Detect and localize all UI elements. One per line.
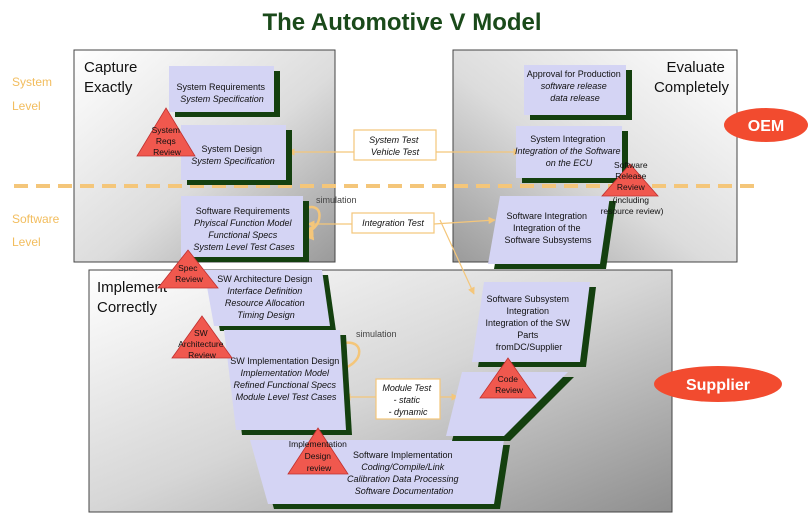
oem-badge: OEM	[724, 108, 808, 142]
svg-text:System Design System Spe: System Design System Specification	[191, 144, 275, 166]
step-system-integration: System Integration Integration of the So…	[515, 126, 628, 183]
svg-text:System Requirements Syst: System Requirements System Specification	[176, 82, 267, 104]
diagram-title: The Automotive V Model	[262, 9, 541, 36]
svg-text:Software Integration Int: Software Integration Integration of the …	[504, 211, 592, 245]
step-approval-for-production: Approval for Production software release…	[524, 65, 632, 120]
svg-text:Code Review: Code Review	[495, 374, 524, 395]
svg-text:Software Release R: Software Release Review (including resou…	[601, 160, 664, 216]
step-software-integration: Software Integration Integration of the …	[488, 196, 616, 269]
review-system-reqs: System Reqs Review	[136, 107, 196, 157]
simulation-label-lower: simulation	[356, 329, 397, 339]
svg-text:SW Architecture Re: SW Architecture Review	[178, 328, 226, 360]
simulation-label-upper: simulation	[316, 195, 357, 205]
module-test-box: Module Test - static - dynamic	[375, 378, 441, 420]
review-software-release: Software Release Review (including resou…	[601, 160, 664, 216]
svg-text:System Reqs Review: System Reqs Review	[152, 125, 183, 157]
svg-text:Spec Review: Spec Review	[175, 263, 204, 284]
svg-text:Module Test - static: Module Test - static - dynamic	[382, 383, 433, 417]
integration-test-box: Integration Test	[351, 212, 435, 234]
step-sw-implementation-design: SW Implementation Design Implementation …	[224, 330, 352, 435]
review-implementation-design: Implementation Design review	[287, 427, 350, 475]
system-test-box: System Test Vehicle Test	[353, 129, 437, 161]
software-level-label: Software Level	[12, 212, 63, 249]
svg-text:Implementation Design: Implementation Design review	[289, 439, 350, 473]
svg-text:Integration Test: Integration Test	[362, 218, 424, 228]
svg-text:Software Subsystem Integ: Software Subsystem Integration Integrati…	[485, 294, 572, 352]
svg-text:Supplier: Supplier	[686, 377, 750, 394]
svg-text:Approval for Production: Approval for Production software release…	[527, 69, 624, 103]
step-software-requirements: Software Requirements Phyiscal Function …	[181, 196, 309, 262]
evaluate-label: Evaluate Completely	[654, 59, 730, 96]
svg-text:Software Implementation: Software Implementation Coding/Compile/L…	[347, 450, 461, 496]
step-sw-subsystem-integration-lower	[446, 372, 574, 441]
capture-label: Capture Exactly	[84, 59, 142, 96]
review-code: Code Review	[479, 357, 537, 399]
connectors	[287, 148, 521, 401]
step-sw-subsystem-integration: Software Subsystem Integration Integrati…	[472, 282, 596, 367]
svg-text:SW Architecture Design I: SW Architecture Design Interface Definit…	[217, 274, 315, 320]
step-system-design: System Design System Specification	[181, 125, 292, 185]
svg-text:SW Implementation Design: SW Implementation Design Implementation …	[230, 356, 342, 402]
implement-label: Implement Correctly	[97, 279, 171, 316]
review-sw-architecture: SW Architecture Review	[171, 315, 233, 360]
step-software-implementation: Software Implementation Coding/Compile/L…	[250, 440, 510, 509]
step-sw-architecture-design: SW Architecture Design Interface Definit…	[204, 270, 336, 331]
svg-text:System Integration Integ: System Integration Integration of the So…	[515, 134, 623, 168]
svg-text:OEM: OEM	[748, 118, 784, 135]
review-spec: Spec Review	[157, 249, 219, 289]
svg-text:Software Requirements Ph: Software Requirements Phyiscal Function …	[193, 206, 295, 252]
supplier-badge: Supplier	[654, 366, 782, 402]
step-system-requirements: System Requirements System Specification	[169, 66, 280, 117]
system-level-label: System Level	[12, 75, 55, 113]
svg-text:System Test Vehicle Test: System Test Vehicle Test	[369, 135, 421, 157]
